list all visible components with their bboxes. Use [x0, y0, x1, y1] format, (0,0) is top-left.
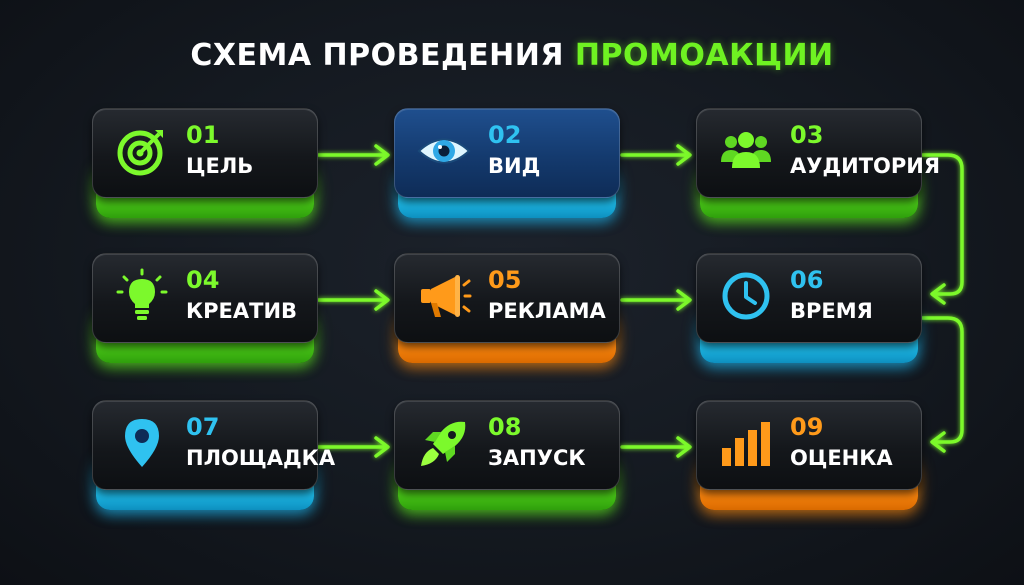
step-label: КРЕАТИВ [186, 299, 298, 323]
arrow-02-03 [620, 144, 692, 166]
arrow-05-06 [620, 289, 692, 311]
step-card-09: 09 ОЦЕНКА [696, 400, 922, 510]
step-number: 09 [790, 413, 824, 441]
title-main: СХЕМА ПРОВЕДЕНИЯ [190, 38, 564, 73]
step-label: ПЛОЩАДКА [186, 446, 336, 470]
card-face [696, 253, 922, 343]
step-card-02: 02 ВИД [394, 108, 620, 218]
step-card-08: 08 ЗАПУСК [394, 400, 620, 510]
arrow-07-08 [316, 436, 390, 458]
card-face [92, 253, 318, 343]
step-number: 05 [488, 266, 522, 294]
arrow-01-02 [316, 144, 390, 166]
arrow-06-09 [920, 316, 964, 453]
title-accent: ПРОМОАКЦИИ [574, 38, 834, 73]
step-label: РЕКЛАМА [488, 299, 606, 323]
diagram-title: СХЕМА ПРОВЕДЕНИЯ ПРОМОАКЦИИ [0, 38, 1024, 73]
step-number: 06 [790, 266, 824, 294]
step-number: 08 [488, 413, 522, 441]
step-number: 03 [790, 121, 824, 149]
step-card-06: 06 ВРЕМЯ [696, 253, 922, 363]
step-label: ЦЕЛЬ [186, 154, 254, 178]
step-label: ВРЕМЯ [790, 299, 873, 323]
step-label: ЗАПУСК [488, 446, 586, 470]
step-card-04: 04 КРЕАТИВ [92, 253, 318, 363]
target-icon [114, 123, 170, 179]
step-card-01: 01 ЦЕЛЬ [92, 108, 318, 218]
location-pin-icon [114, 415, 170, 471]
rocket-icon [416, 415, 472, 471]
step-card-07: 07 ПЛОЩАДКА [92, 400, 335, 510]
card-face [696, 108, 922, 198]
lightbulb-icon [114, 268, 170, 324]
card-face [696, 400, 922, 490]
step-card-03: 03 АУДИТОРИЯ [696, 108, 940, 218]
step-number: 01 [186, 121, 220, 149]
step-number: 04 [186, 266, 220, 294]
arrow-08-09 [620, 436, 692, 458]
step-label: АУДИТОРИЯ [790, 154, 941, 178]
people-icon [718, 123, 774, 179]
megaphone-icon [416, 268, 472, 324]
step-number: 02 [488, 121, 522, 149]
arrow-04-05 [316, 289, 390, 311]
step-number: 07 [186, 413, 220, 441]
bar-chart-icon [718, 415, 774, 471]
step-card-05: 05 РЕКЛАМА [394, 253, 620, 363]
step-label: ВИД [488, 154, 541, 178]
arrow-03-06 [920, 153, 964, 305]
card-face [394, 400, 620, 490]
clock-icon [718, 268, 774, 324]
eye-icon [416, 123, 472, 179]
step-label: ОЦЕНКА [790, 446, 893, 470]
